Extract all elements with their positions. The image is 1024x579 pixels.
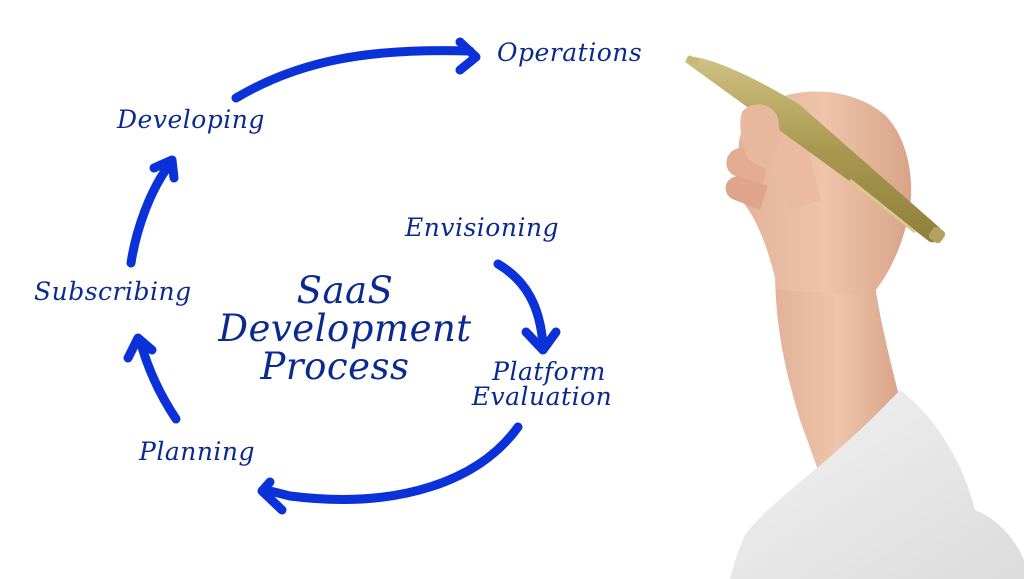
step-envisioning: Envisioning: [405, 213, 560, 242]
title-line-2: Development: [218, 307, 472, 350]
step-platform-evaluation: Platform Evaluation: [452, 359, 632, 409]
step-subscribing: Subscribing: [34, 277, 192, 306]
step-operations: Operations: [497, 38, 643, 67]
finger: [725, 176, 768, 210]
diagram-title: SaaS Development Process: [200, 272, 490, 386]
step-developing: Developing: [117, 105, 265, 134]
gold-pen: [685, 55, 946, 244]
platform-evaluation-line-1: Platform: [492, 357, 606, 386]
title-line-3: Process: [260, 345, 410, 388]
arrow-head-platform: [521, 327, 561, 355]
arrow-subscribing-to-developing: [126, 159, 175, 268]
arrow-head-operations: [455, 37, 481, 75]
arrow-envisioning-to-platform: [493, 259, 548, 350]
platform-evaluation-line-2: Evaluation: [471, 382, 613, 411]
step-planning: Planning: [139, 437, 256, 466]
arrow-platform-to-planning: [261, 422, 523, 504]
arrow-developing-to-operations: [231, 46, 475, 103]
forearm: [775, 265, 900, 470]
index-finger: [740, 104, 780, 170]
arrow-planning-to-subscribing: [135, 335, 181, 424]
arrow-head-planning: [257, 477, 287, 515]
arrow-head-subscribing: [123, 333, 157, 363]
title-line-1: SaaS: [296, 269, 394, 312]
arrow-head-developing: [149, 155, 179, 183]
white-sleeve: [730, 390, 1024, 579]
